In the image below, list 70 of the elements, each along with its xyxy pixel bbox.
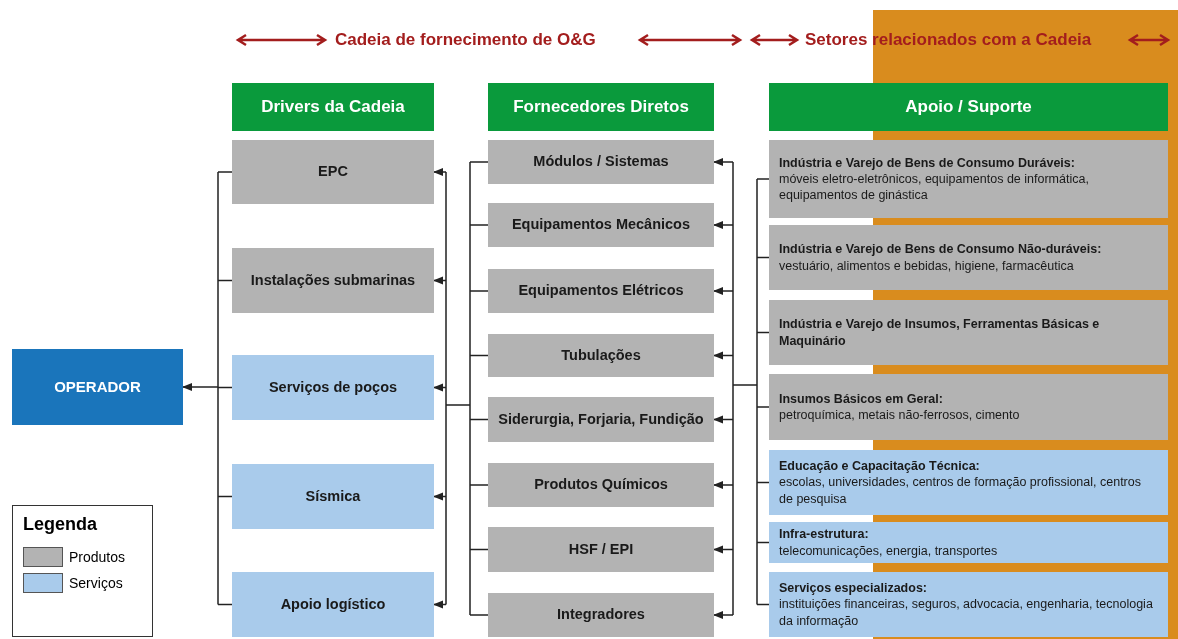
category-box bbox=[488, 269, 714, 313]
node-label: instituições financeiras, seguros, advocacia, engenharia, tecnologia da informação bbox=[779, 596, 1154, 629]
category-box bbox=[488, 593, 714, 637]
node-label: Produtos Químicos bbox=[534, 476, 668, 494]
node-label: Integradores bbox=[557, 606, 645, 624]
node-label: OPERADOR bbox=[54, 378, 141, 396]
node-label: Instalações submarinas bbox=[250, 271, 416, 290]
sector-box bbox=[769, 522, 1168, 563]
category-box bbox=[488, 527, 714, 572]
sector-box bbox=[769, 450, 1168, 515]
connector-line bbox=[469, 290, 489, 292]
node-label: escolas, universidades, centros de formação profissional, centros de pesquisa bbox=[779, 474, 1142, 507]
connector-line bbox=[756, 178, 770, 180]
node-label: Equipamentos Elétricos bbox=[518, 282, 684, 300]
category-box bbox=[488, 463, 714, 507]
node-label: Infra-estrutura: bbox=[779, 526, 870, 543]
node-label: EPC bbox=[318, 163, 348, 181]
node-label: Siderurgia, Forjaria, Fundição bbox=[498, 410, 704, 429]
node-label: Equipamentos Mecânicos bbox=[511, 216, 691, 234]
connector-line bbox=[756, 406, 770, 408]
node-label: Tubulações bbox=[561, 346, 641, 365]
category-box bbox=[232, 140, 434, 204]
node-label: Drivers da Cadeia bbox=[261, 96, 405, 118]
node-label: Indústria e Varejo de Bens de Consumo Duráveis: bbox=[779, 154, 1076, 171]
node-label: petroquímica, metais não-ferrosos, cimento bbox=[779, 407, 1020, 424]
node-label: Serviços especializados: bbox=[779, 580, 928, 597]
connector-line bbox=[217, 171, 219, 606]
node-label: Apoio / Suporte bbox=[905, 96, 1032, 118]
sector-box bbox=[769, 225, 1168, 290]
sector-box bbox=[769, 300, 1168, 365]
node-label: Fornecedores Diretos bbox=[513, 96, 689, 118]
category-box bbox=[232, 355, 434, 420]
node-label: Indústria e Varejo de Bens de Consumo Não-duráveis: bbox=[779, 241, 1102, 258]
node-label: Indústria e Varejo de Insumos, Ferramentas Básicas e Maquinário bbox=[779, 316, 1101, 349]
operator-box bbox=[12, 349, 183, 425]
node-label: Sísmica bbox=[305, 487, 361, 506]
section-label: Cadeia de fornecimento de O&G bbox=[335, 30, 596, 50]
sector-box bbox=[769, 140, 1168, 218]
column-header bbox=[769, 83, 1168, 131]
connector-line bbox=[469, 484, 489, 486]
connector-line bbox=[732, 161, 758, 616]
legend-text: Produtos bbox=[69, 549, 126, 565]
node-label: Serviços de poços bbox=[268, 378, 398, 397]
node-label: telecomunicações, energia, transportes bbox=[779, 542, 998, 559]
category-box bbox=[488, 140, 714, 184]
category-box bbox=[488, 203, 714, 247]
category-box bbox=[488, 334, 714, 377]
legend-text: Serviços bbox=[69, 575, 123, 591]
category-box bbox=[232, 248, 434, 313]
node-label: móveis eletro-eletrônicos, equipamentos de informática, equipamentos de ginástica bbox=[779, 170, 1090, 204]
connector-line bbox=[217, 171, 233, 173]
node-label: Insumos Básicos em Geral: bbox=[779, 390, 944, 407]
connector-line bbox=[469, 161, 489, 163]
node-label: Apoio logístico bbox=[280, 595, 386, 614]
connector-line bbox=[469, 224, 489, 226]
node-label: vestuário, alimentos e bebidas, higiene, farmacêutica bbox=[779, 257, 1075, 274]
node-label: HSF / EPI bbox=[568, 540, 634, 559]
connector-line bbox=[445, 161, 471, 616]
node-label: Educação e Capacitação Técnica: bbox=[779, 458, 981, 475]
legend-title: Legenda bbox=[23, 514, 97, 535]
category-box bbox=[488, 397, 714, 442]
column-header bbox=[488, 83, 714, 131]
node-label: Módulos / Sistemas bbox=[533, 153, 669, 171]
sector-box bbox=[769, 572, 1168, 637]
section-label: Setores relacionados com a Cadeia bbox=[805, 30, 1092, 50]
sector-box bbox=[769, 374, 1168, 440]
connector-line bbox=[469, 614, 489, 616]
category-box bbox=[232, 572, 434, 637]
category-box bbox=[232, 464, 434, 529]
column-header bbox=[232, 83, 434, 131]
